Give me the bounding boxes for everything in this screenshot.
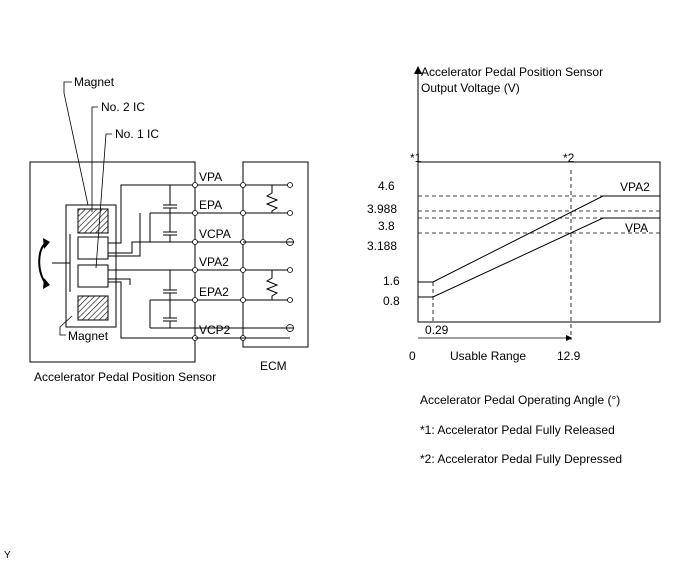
xtick-12.9: 12.9 — [557, 349, 581, 363]
circuit-diagram: Magnet No. 2 IC No. 1 IC Magnet Accelera… — [29, 75, 309, 384]
terminal-vcp2: VCP2 — [199, 323, 231, 337]
magnet-bottom — [77, 295, 109, 321]
note-1: *1: Accelerator Pedal Fully Released — [420, 423, 615, 437]
ytick-3.188: 3.188 — [367, 239, 397, 253]
terminal-vcpa: VCPA — [199, 227, 231, 241]
capacitors-top — [149, 185, 177, 242]
label-ic2: No. 2 IC — [101, 100, 145, 114]
ecm-resistor-1 — [265, 185, 279, 213]
graph-ylabel-line2: Output Voltage (V) — [421, 81, 520, 95]
series-vpa2-label: VPA2 — [620, 180, 650, 194]
ecm-terminal-nodes — [240, 182, 293, 341]
ecm-resistor-2 — [265, 270, 279, 300]
magnet-top — [77, 208, 109, 234]
marker-2: *2 — [563, 151, 575, 165]
label-magnet-bottom: Magnet — [68, 329, 109, 343]
series-vpa-label: VPA — [625, 221, 648, 235]
sensor-housing — [29, 161, 196, 363]
rotation-arrow-icon — [38, 238, 50, 289]
capacitors-bottom — [149, 270, 177, 328]
corner-mark: Y — [4, 550, 11, 561]
series-vpa2-line — [418, 195, 660, 283]
graph-frame — [417, 161, 661, 323]
usable-range-label: Usable Range — [450, 349, 526, 363]
magnet-frame — [65, 204, 117, 328]
ytick-1.6: 1.6 — [383, 274, 400, 288]
label-ic1: No. 1 IC — [115, 127, 159, 141]
graph-ylabel-line1: Accelerator Pedal Position Sensor — [421, 65, 603, 79]
label-ecm: ECM — [260, 359, 287, 373]
output-voltage-graph: Accelerator Pedal Position Sensor Output… — [367, 65, 661, 363]
series-vpa-line — [418, 217, 660, 298]
marker-1: *1 — [410, 151, 422, 165]
ecm-supply-2 — [243, 324, 294, 332]
ytick-3.988: 3.988 — [367, 202, 397, 216]
label-sensor: Accelerator Pedal Position Sensor — [34, 370, 216, 384]
label-magnet-top: Magnet — [74, 75, 115, 89]
ytick-3.8: 3.8 — [378, 219, 395, 233]
ic1-block — [77, 264, 109, 288]
graph-xlabel: Accelerator Pedal Operating Angle (°) — [420, 393, 620, 407]
terminal-epa2: EPA2 — [199, 285, 229, 299]
ytick-0.8: 0.8 — [383, 294, 400, 308]
note-2: *2: Accelerator Pedal Fully Depressed — [420, 452, 622, 466]
ecm-box — [242, 161, 309, 348]
terminal-epa: EPA — [199, 198, 222, 212]
xtick-0.29: 0.29 — [425, 323, 449, 337]
ytick-4.6: 4.6 — [378, 179, 395, 193]
ecm-supply-1 — [243, 238, 294, 246]
xtick-0: 0 — [409, 349, 416, 363]
ic2-block — [77, 236, 109, 260]
terminal-vpa: VPA — [199, 170, 222, 184]
terminal-vpa2: VPA2 — [199, 255, 229, 269]
